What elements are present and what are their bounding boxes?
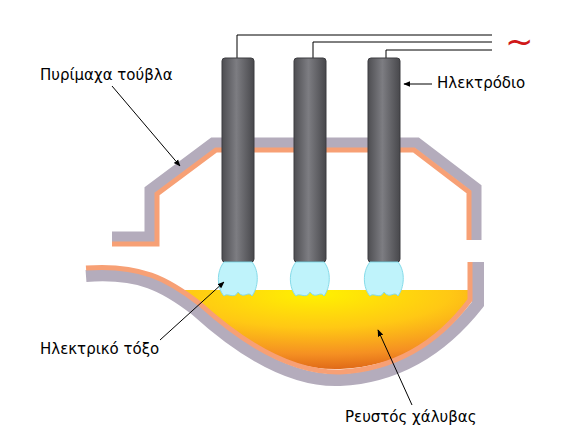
part-label: Ρευστός χάλυβας <box>345 408 477 426</box>
part-label: Ηλεκτρικό τόξο <box>40 340 159 358</box>
wires <box>237 35 492 62</box>
ac-symbol: ~ <box>505 24 534 58</box>
part-label: Πυρίμαχα τούβλα <box>40 66 173 84</box>
hearth-shell <box>86 262 478 380</box>
electrodes <box>222 58 400 262</box>
part-label: Ηλεκτρόδιο <box>437 74 525 92</box>
leader-lines <box>112 84 432 405</box>
electric-arcs <box>218 262 403 296</box>
roof-lining <box>112 150 469 244</box>
